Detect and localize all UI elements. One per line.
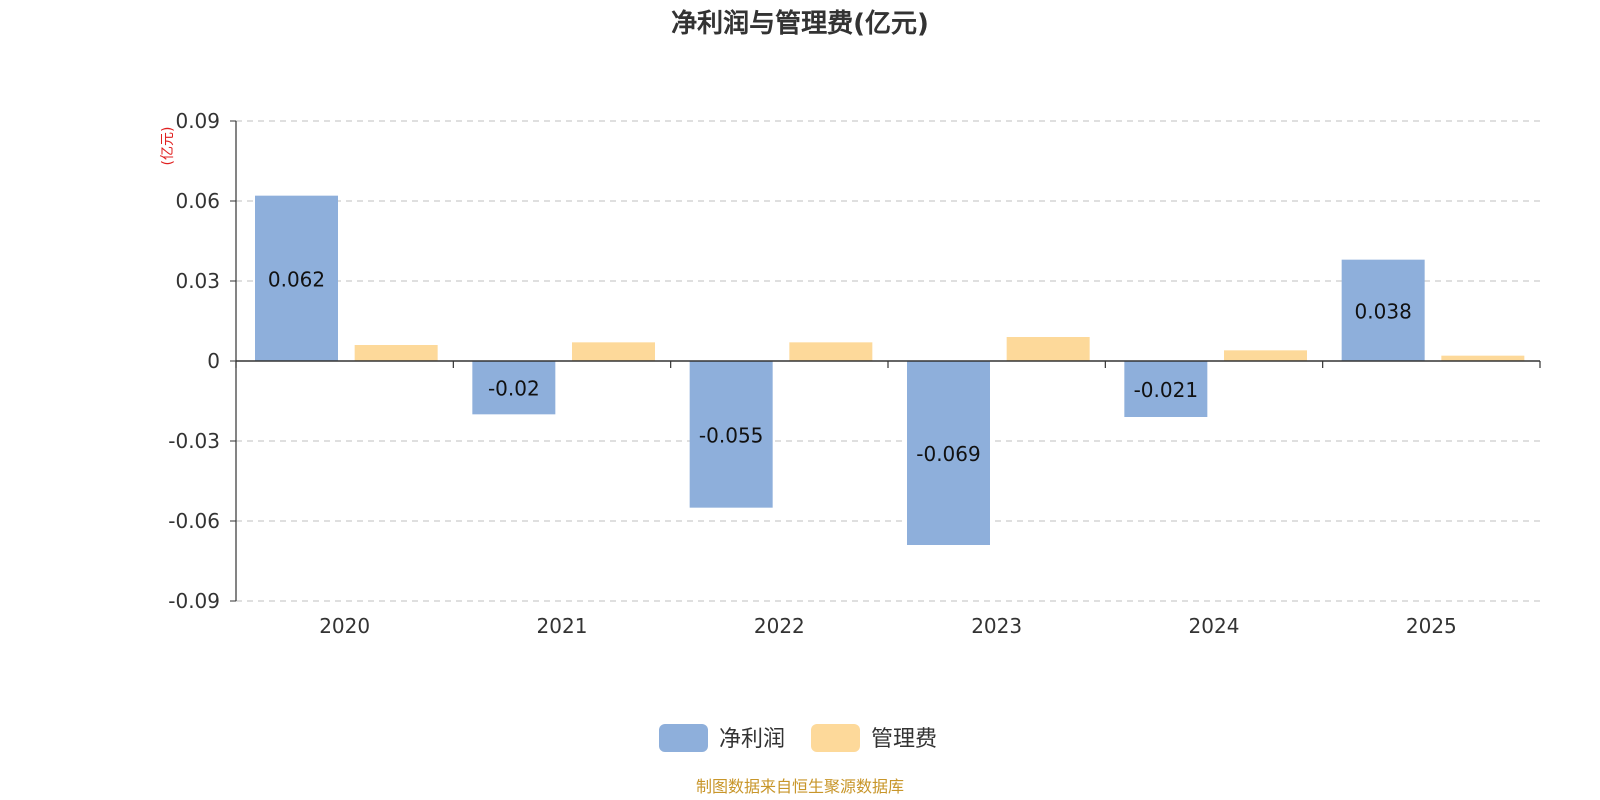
bar-1-2025 bbox=[1441, 355, 1525, 361]
bar-1-2022 bbox=[789, 342, 873, 361]
y-tick-label: 0.03 bbox=[175, 269, 220, 293]
bar-0-2024 bbox=[1124, 361, 1208, 417]
y-tick-label: -0.03 bbox=[168, 429, 220, 453]
data-label: -0.02 bbox=[488, 377, 540, 401]
legend-label-1: 管理费 bbox=[871, 727, 937, 752]
source-note: 制图数据来自恒生聚源数据库 bbox=[696, 777, 904, 796]
legend: 净利润 管理费 bbox=[659, 724, 937, 752]
x-tick-label: 2021 bbox=[537, 614, 588, 638]
bar-0-2022 bbox=[689, 361, 773, 508]
data-label: -0.069 bbox=[916, 442, 980, 466]
bar-0-2023 bbox=[907, 361, 990, 545]
axes bbox=[235, 121, 1541, 601]
x-tick-label: 2023 bbox=[971, 614, 1022, 638]
legend-swatch-0 bbox=[659, 724, 708, 752]
y-tick-label: -0.09 bbox=[168, 589, 220, 613]
x-tick-label: 2020 bbox=[319, 614, 370, 638]
bar-1-2020 bbox=[354, 345, 438, 361]
bar-1-2021 bbox=[572, 342, 655, 361]
x-axis-ticks: 2020 2021 2022 2023 2024 2025 bbox=[319, 614, 1457, 638]
grid-lines bbox=[236, 120, 1540, 602]
data-label: -0.021 bbox=[1134, 378, 1198, 402]
bar-1-2024 bbox=[1224, 350, 1307, 361]
data-label: 0.038 bbox=[1355, 299, 1412, 323]
data-label: -0.055 bbox=[699, 423, 763, 447]
bar-0-2025 bbox=[1341, 259, 1425, 361]
legend-swatch-1 bbox=[811, 724, 860, 752]
bar-0-2020 bbox=[255, 195, 338, 361]
chart-title: 净利润与管理费(亿元) bbox=[671, 8, 929, 39]
data-label: 0.062 bbox=[268, 267, 325, 291]
y-axis-ticks: 0.09 0.06 0.03 0 -0.03 -0.06 -0.09 bbox=[168, 109, 236, 613]
x-tick-label: 2022 bbox=[754, 614, 805, 638]
y-axis-label: (亿元) bbox=[160, 127, 176, 166]
y-tick-label: -0.06 bbox=[168, 509, 220, 533]
y-tick-label: 0.06 bbox=[175, 189, 220, 213]
bar-1-2023 bbox=[1006, 337, 1090, 361]
bar-0-2021 bbox=[472, 361, 556, 415]
legend-label-0: 净利润 bbox=[719, 727, 785, 752]
bars: 0.062 -0.02 -0.055 -0.069 -0.021 0.038 bbox=[255, 195, 1525, 545]
x-tick-label: 2025 bbox=[1406, 614, 1457, 638]
x-tick-label: 2024 bbox=[1189, 614, 1240, 638]
y-tick-label: 0 bbox=[207, 349, 220, 373]
y-tick-label: 0.09 bbox=[175, 109, 220, 133]
